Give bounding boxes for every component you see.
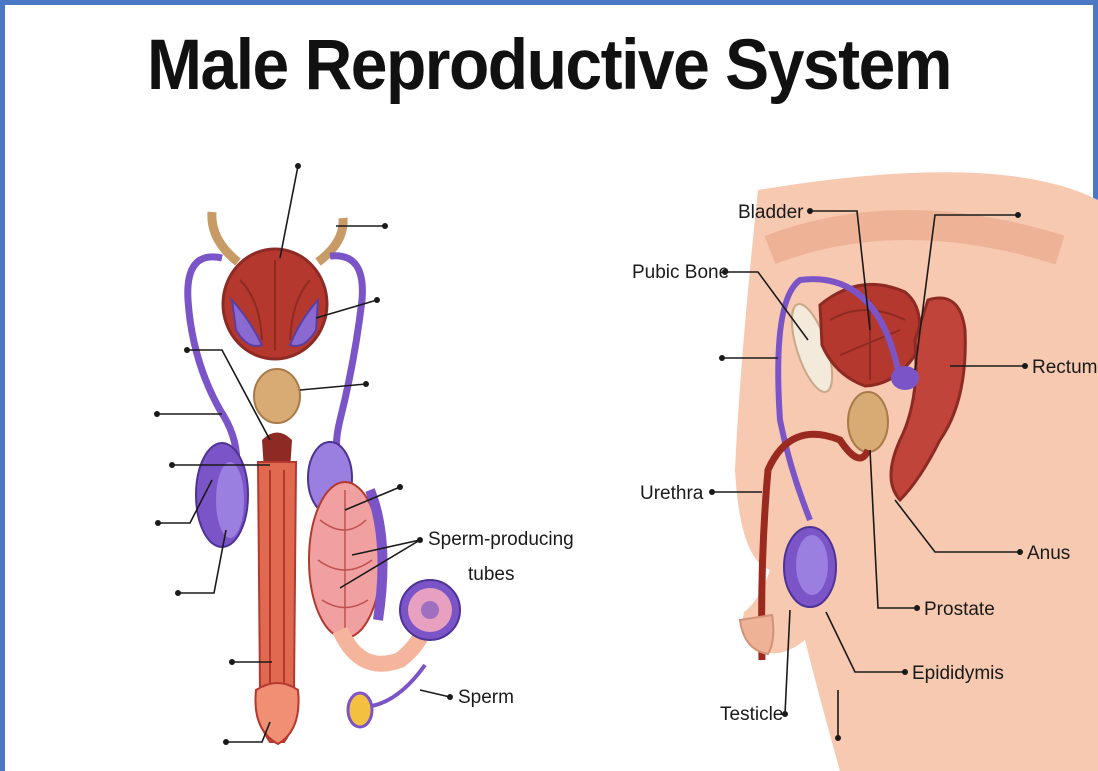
prostate-shape (254, 369, 300, 423)
label-anus: Anus (1027, 543, 1070, 564)
label-prostate: Prostate (924, 599, 995, 620)
label-testicle: Testicle (720, 704, 783, 725)
sperm-leader (420, 690, 450, 697)
label-sperm-producing-line2: tubes (468, 564, 514, 585)
label-sperm: Sperm (458, 687, 514, 708)
label-sperm-producing-line1: Sperm-producing (428, 529, 574, 550)
front-view-illustration (188, 212, 460, 744)
label-rectum: Rectum (1032, 357, 1097, 378)
label-urethra: Urethra (640, 483, 704, 504)
label-epididymis: Epididymis (912, 663, 1004, 684)
label-bladder: Bladder (738, 202, 804, 223)
label-pubic-bone: Pubic Bone (632, 262, 729, 283)
